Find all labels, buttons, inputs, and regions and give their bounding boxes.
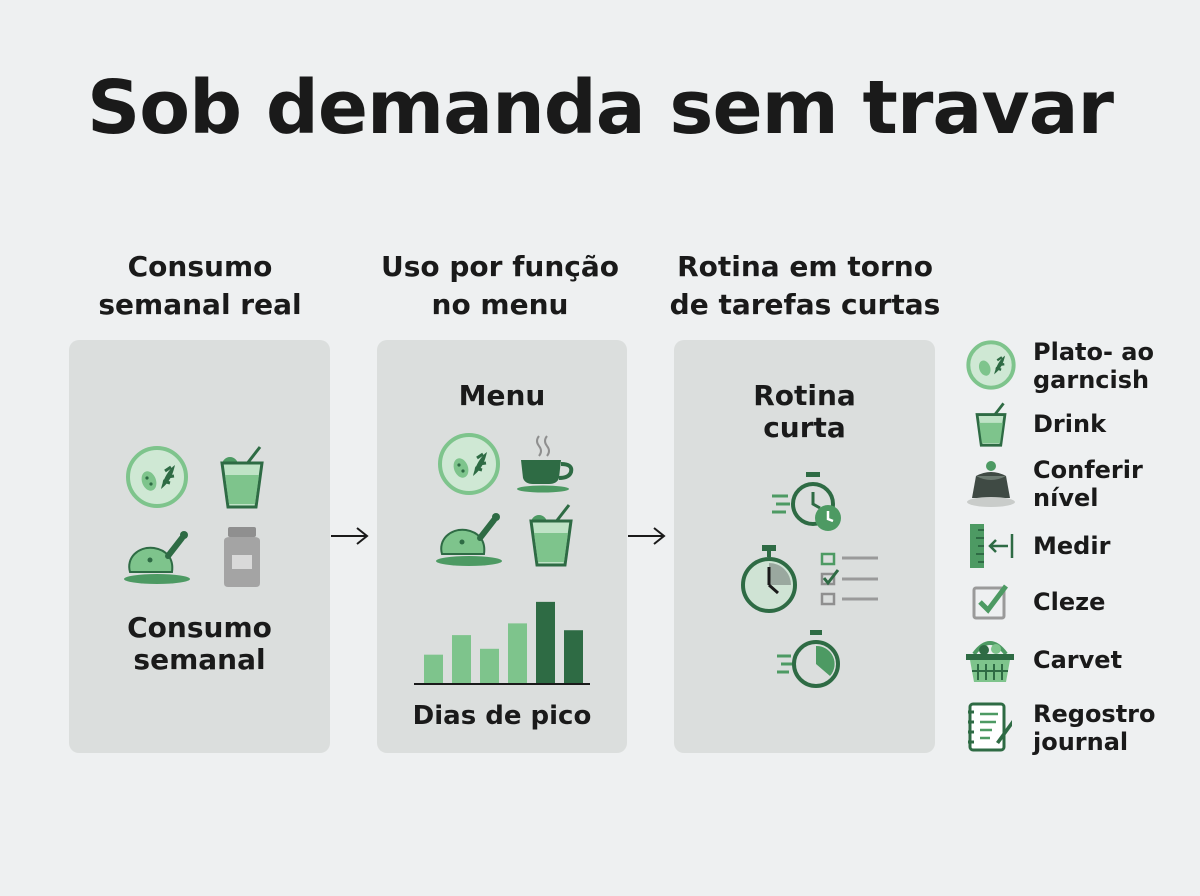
drink-icon — [975, 402, 1007, 447]
arrow-right-icon — [628, 527, 666, 545]
legend-label-conferir: Conferir nível — [1033, 456, 1143, 512]
basket-icon — [966, 641, 1014, 682]
plate-garnish-icon — [126, 446, 188, 508]
legend-label-regostro: Regostro journal — [1033, 700, 1156, 756]
checklist-icon — [820, 552, 878, 606]
legend-line: Conferir — [1033, 456, 1143, 484]
arrow-right-icon — [331, 527, 369, 545]
legend-label-carvet: Carvet — [1033, 646, 1123, 674]
drink-icon — [529, 504, 573, 567]
heading-line: no menu — [431, 288, 569, 321]
chart-bar — [536, 601, 555, 684]
legend-label-drink: Drink — [1033, 410, 1107, 438]
legend-label-medir: Medir — [1033, 532, 1111, 560]
checkbox-icon — [972, 584, 1008, 620]
drink-icon — [220, 446, 264, 509]
heading-line: Rotina em torno — [677, 250, 933, 283]
chart-bar — [424, 654, 443, 684]
plate-garnish-icon — [438, 433, 500, 495]
legend-line: journal — [1033, 728, 1129, 756]
column-heading-rotina: Rotina em torno de tarefas curtas — [660, 248, 950, 324]
jar-icon — [224, 527, 260, 587]
title-line: Rotina — [753, 379, 856, 412]
chart-label: Dias de pico — [412, 701, 592, 731]
column-heading-uso: Uso por função no menu — [360, 248, 640, 324]
legend-line: Regostro — [1033, 700, 1156, 728]
quick-timer-icon — [777, 630, 840, 688]
peak-days-bar-chart — [414, 601, 590, 685]
panel-title-menu: Menu — [458, 379, 546, 412]
measure-icon — [970, 524, 1014, 568]
roast-chicken-icon — [436, 513, 502, 566]
legend-label-cleze: Cleze — [1033, 588, 1106, 616]
coffee-cup-icon — [517, 435, 574, 493]
chart-bar — [480, 648, 499, 684]
legend-line: garncish — [1033, 366, 1150, 394]
heading-line: de tarefas curtas — [669, 288, 941, 321]
panel-label-consumo: Consumo semanal — [69, 612, 330, 676]
roast-chicken-icon — [124, 531, 190, 584]
heading-line: Uso por função — [381, 250, 619, 283]
column-heading-consumo: Consumo semanal real — [70, 248, 330, 324]
title-line: curta — [763, 411, 846, 444]
heading-line: Consumo — [127, 250, 273, 283]
chart-bar — [452, 635, 471, 684]
panel-title-rotina: Rotina curta — [674, 380, 935, 444]
pudding-level-icon — [967, 461, 1015, 507]
stopwatch-icon — [741, 545, 797, 613]
fast-timer-icon — [772, 472, 841, 531]
plate-garnish-icon — [966, 340, 1016, 390]
legend-line: nível — [1033, 484, 1099, 512]
chart-bar — [564, 630, 583, 684]
legend-label-plato: Plato- ao garncish — [1033, 338, 1154, 394]
chart-bar — [508, 623, 527, 684]
label-line: semanal — [133, 643, 266, 676]
page-title: Sob demanda sem travar — [87, 65, 1114, 151]
journal-icon — [968, 702, 1012, 752]
legend-line: Plato- ao — [1033, 338, 1154, 366]
panel-consumo — [69, 340, 330, 753]
heading-line: semanal real — [98, 288, 302, 321]
label-line: Consumo — [127, 611, 272, 644]
